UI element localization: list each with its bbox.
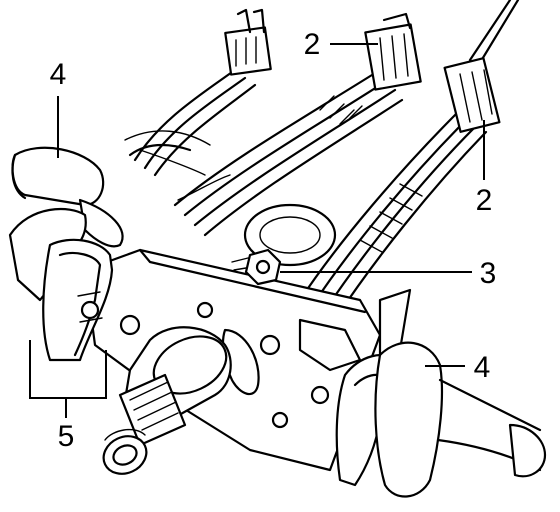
callout-leaders: [29, 43, 485, 418]
steering-shaft: [102, 326, 232, 475]
retaining-nut: [231, 248, 282, 286]
switch-housing-plate: [83, 248, 382, 472]
connector-top-middle: [364, 12, 422, 91]
callout-2-right: 2: [476, 184, 493, 217]
right-switch-lever: [374, 341, 547, 498]
callout-2-top: 2: [304, 28, 321, 61]
wiring-harness-right: [298, 0, 520, 320]
wiring-harness-middle: [173, 68, 404, 237]
callout-5: 5: [58, 420, 75, 453]
connector-top-right: [443, 57, 501, 133]
callout-labels: 4 2 2 3 4 5: [50, 28, 497, 453]
wiring-harness-left: [124, 68, 257, 177]
left-switch-bracket: [42, 238, 114, 362]
callout-3: 3: [480, 257, 497, 290]
callout-4-left: 4: [50, 58, 67, 91]
callout-4-right: 4: [474, 351, 491, 384]
connector-top-left: [224, 8, 272, 76]
